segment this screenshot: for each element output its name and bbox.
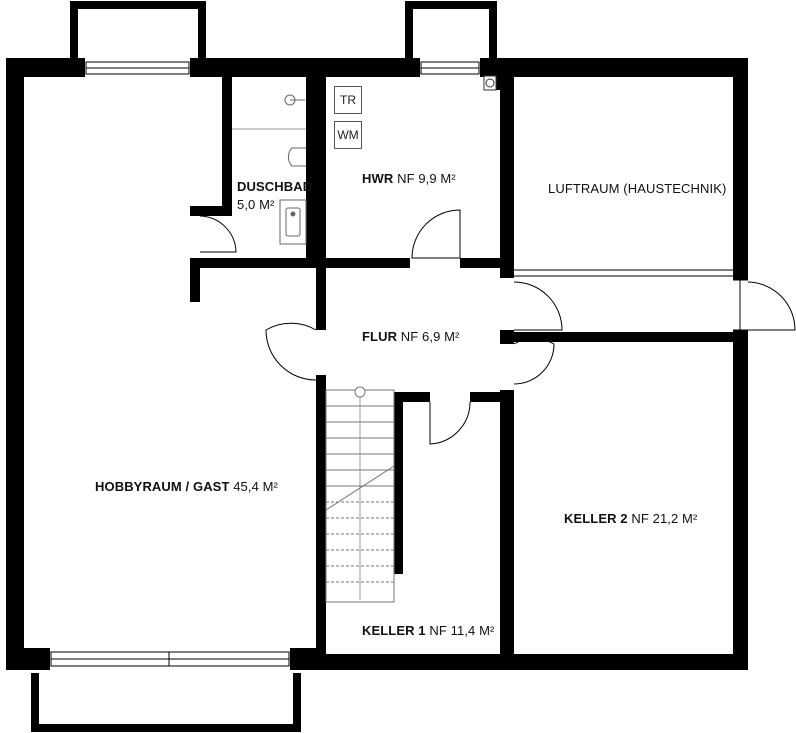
room-label-hobbyraum: HOBBYRAUM / GAST 45,4 M² <box>95 479 278 494</box>
room-label-hwr: HWR NF 9,9 M² <box>362 171 456 186</box>
room-label-luftraum: LUFTRAUM (HAUSTECHNIK) <box>548 181 727 196</box>
dryer-fixture: TR <box>334 86 362 114</box>
staircase <box>325 386 395 603</box>
outer-walls <box>6 58 748 670</box>
light-well-top-left <box>70 1 206 60</box>
light-well-top-right <box>405 1 497 60</box>
corridor-lines <box>514 269 748 331</box>
room-label-flur: FLUR NF 6,9 M² <box>362 329 460 344</box>
windows <box>50 61 480 667</box>
room-label-keller1: KELLER 1 NF 11,4 M² <box>362 623 495 638</box>
bath-fixtures <box>232 75 497 245</box>
door-swings <box>199 209 796 445</box>
room-label-keller2: KELLER 2 NF 21,2 M² <box>564 511 698 526</box>
light-well-bottom <box>31 673 301 732</box>
washing-machine-fixture: WM <box>334 121 362 149</box>
interior-walls <box>190 76 733 655</box>
